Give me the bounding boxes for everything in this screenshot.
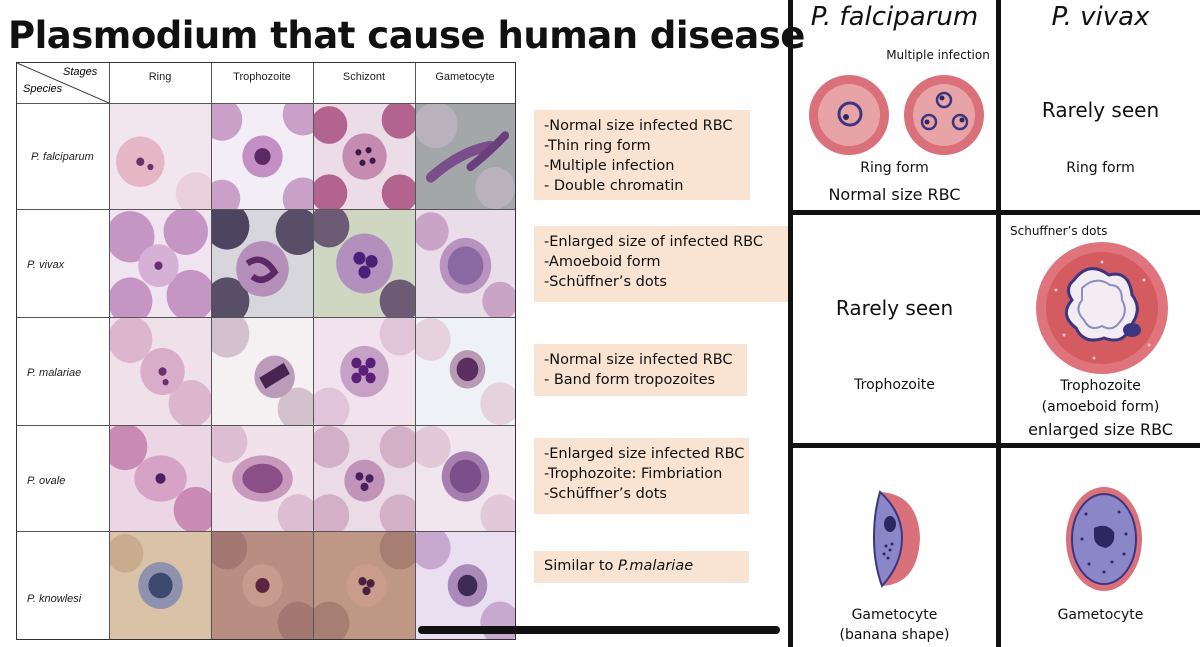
- column-header-schizont: Schizont: [342, 71, 386, 83]
- schuffner-dots-label: Schuffner’s dots: [1010, 224, 1108, 238]
- micrograph-falciparum-ring: [110, 104, 211, 209]
- pv-gametocyte-label: Gametocyte: [1057, 607, 1144, 623]
- micrograph-vivax-ring: [110, 210, 211, 317]
- pv-ring-rarely-seen: Rarely seen: [1041, 98, 1160, 122]
- species-label-falciparum: P. falciparum: [31, 151, 94, 163]
- comparison-panel: P. falciparum P. vivax Multiple infectio…: [788, 0, 1200, 647]
- pf-ring-label: Ring form: [860, 160, 929, 176]
- micrograph-ovale-ring: [110, 426, 211, 531]
- pv-ring-label: Ring form: [1066, 160, 1135, 176]
- micrograph-malariae-gametocyte: [416, 318, 515, 425]
- species-label-vivax: P. vivax: [27, 259, 65, 271]
- micrograph-vivax-trophozoite: [212, 210, 313, 317]
- pf-troph-rarely-seen: Rarely seen: [835, 296, 954, 320]
- corner-stages-label: Stages: [63, 66, 98, 78]
- micrograph-knowlesi-trophozoite: [212, 532, 313, 639]
- micrograph-knowlesi-schizont: [314, 532, 415, 639]
- micrograph-ovale-schizont: [314, 426, 415, 531]
- micrograph-falciparum-trophozoite: [212, 104, 313, 209]
- micrograph-ovale-trophozoite: [212, 426, 313, 531]
- species-label-malariae: P. malariae: [27, 367, 82, 379]
- pf-troph-label: Trophozoite: [854, 377, 935, 393]
- micrograph-ovale-gametocyte: [416, 426, 515, 531]
- pv-troph-size: enlarged size RBC: [1028, 420, 1173, 439]
- micrograph-malariae-schizont: [314, 318, 415, 425]
- micrograph-malariae-ring: [110, 318, 211, 425]
- micrograph-table: Stages Species Ring Trophozoite Schizont…: [16, 62, 516, 640]
- pf-gametocyte-illustration: [872, 490, 920, 588]
- note-malariae: -Normal size infected RBC- Band form tro…: [534, 344, 747, 396]
- pf-gametocyte-label: Gametocyte: [851, 607, 938, 623]
- multiple-infection-label: Multiple infection: [886, 48, 990, 62]
- note-ovale: -Enlarged size infected RBC-Trophozoite:…: [534, 438, 749, 514]
- column-header-ring: Ring: [148, 71, 172, 83]
- note-knowlesi: Similar to P.malariae: [534, 551, 749, 583]
- pf-gametocyte-shape: (banana shape): [839, 627, 950, 643]
- column-header-gametocyte: Gametocyte: [435, 71, 495, 83]
- pv-gametocyte-illustration: [1066, 487, 1142, 591]
- pf-ring-size: Normal size RBC: [828, 185, 961, 204]
- corner-species-label: Species: [23, 83, 63, 95]
- species-label-ovale: P. ovale: [27, 475, 66, 487]
- pv-trophozoite-illustration: [1036, 242, 1168, 374]
- note-vivax: -Enlarged size of infected RBC-Amoeboid …: [534, 226, 788, 302]
- micrograph-knowlesi-gametocyte: [416, 532, 515, 639]
- micrograph-falciparum-schizont: [314, 104, 415, 209]
- micrograph-vivax-gametocyte: [416, 210, 515, 317]
- horizontal-scrollbar[interactable]: [418, 626, 780, 634]
- micrograph-knowlesi-ring: [110, 532, 211, 639]
- note-falciparum: -Normal size infected RBC-Thin ring form…: [534, 110, 750, 200]
- micrograph-malariae-trophozoite: [212, 318, 313, 425]
- micrograph-falciparum-gametocyte: [416, 104, 515, 209]
- header-falciparum: P. falciparum: [810, 2, 979, 32]
- pv-troph-form: (amoeboid form): [1041, 399, 1160, 415]
- header-diagonal: [17, 63, 109, 103]
- pv-troph-label: Trophozoite: [1060, 378, 1141, 394]
- species-label-knowlesi: P. knowlesi: [27, 593, 82, 605]
- page-title: Plasmodium that cause human disease: [8, 14, 805, 57]
- header-vivax: P. vivax: [1051, 2, 1150, 32]
- micrograph-vivax-schizont: [314, 210, 415, 317]
- pf-ring-illustration: [809, 75, 984, 155]
- column-header-trophozoite: Trophozoite: [233, 71, 291, 83]
